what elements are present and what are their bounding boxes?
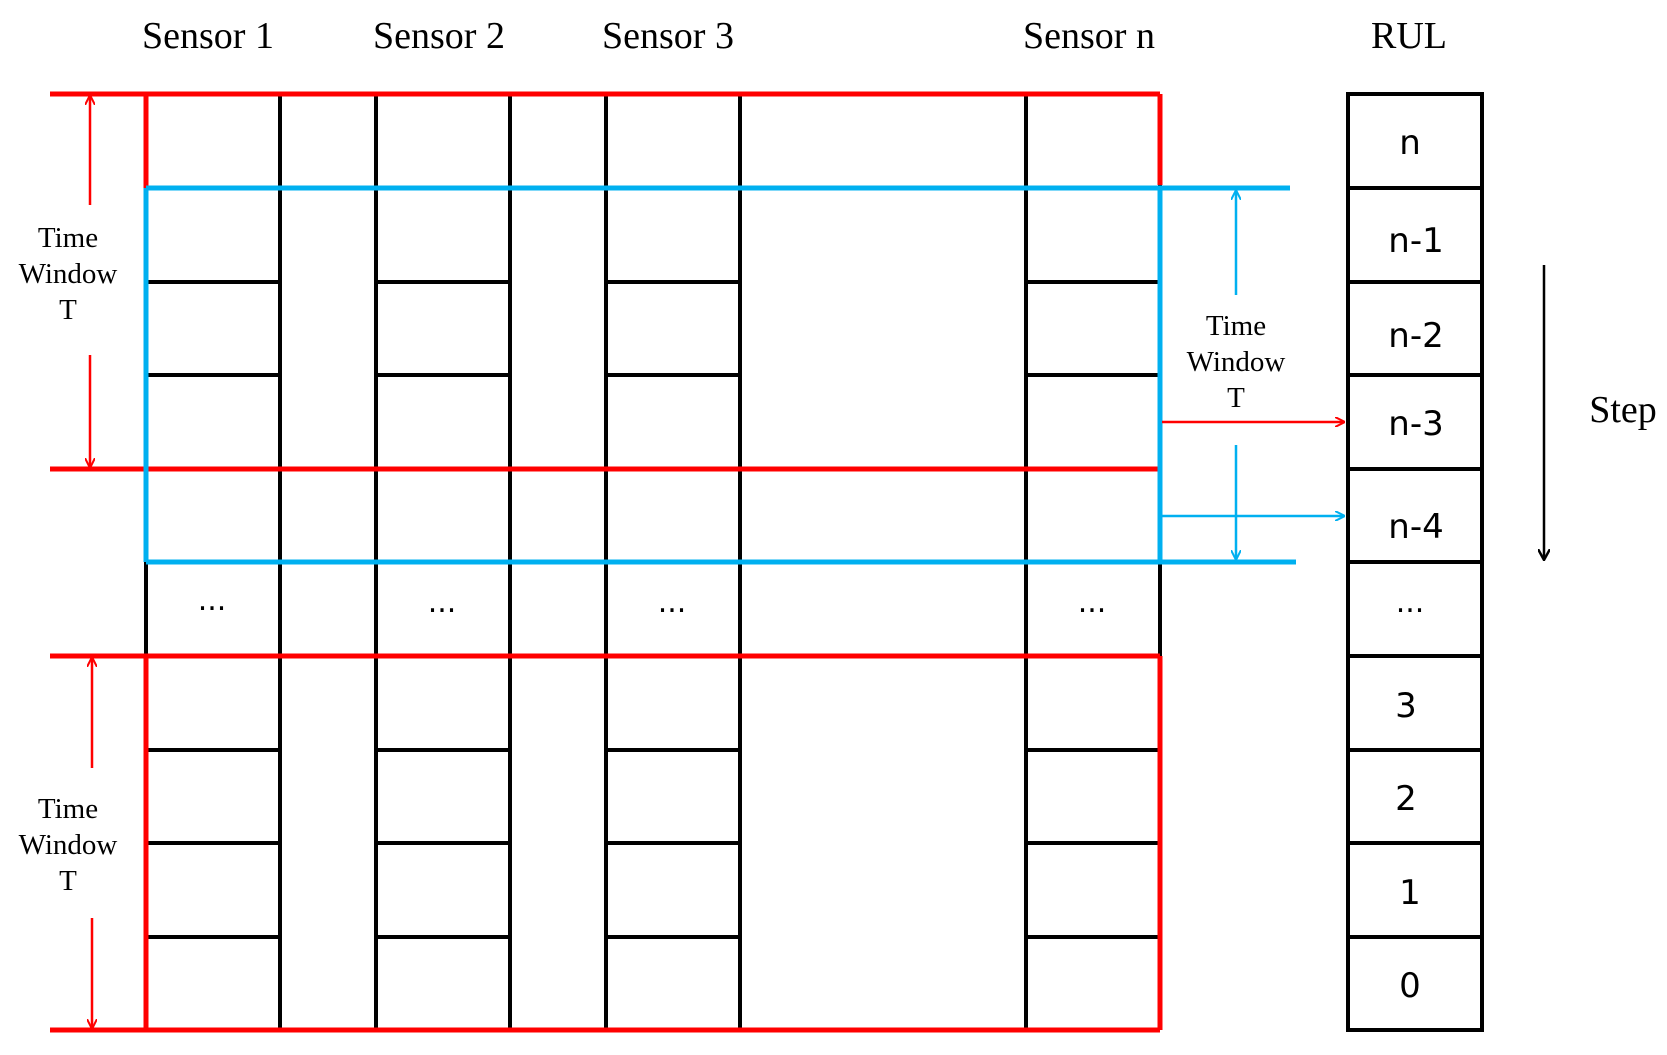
time-window-label-bottom-left-2: Window <box>19 829 118 861</box>
ellipsis-col-3: ... <box>658 585 687 620</box>
time-window-label-right-2: Window <box>1187 346 1286 378</box>
rul-cell-5: ... <box>1396 585 1425 620</box>
time-window-label-top-left-1: Time <box>38 222 98 254</box>
ellipsis-col-n: ... <box>1078 585 1107 620</box>
step-label: Step <box>1589 389 1657 431</box>
time-window-label-right-3: T <box>1227 382 1245 414</box>
time-window-label-bottom-left-3: T <box>59 865 77 897</box>
sensor-header-1: Sensor 1 <box>142 15 274 57</box>
rul-cell-7: 2 <box>1395 779 1417 819</box>
time-window-red-bottom <box>50 653 1163 1033</box>
time-window-label-top-left-3: T <box>59 294 77 326</box>
time-window-label-bottom-left-1: Time <box>38 793 98 825</box>
time-window-label-top-left-2: Window <box>19 258 118 290</box>
rul-cell-1: n-1 <box>1388 221 1443 261</box>
rul-column <box>1346 92 1484 1032</box>
rul-cell-0: n <box>1399 123 1421 163</box>
rul-cell-2: n-2 <box>1388 316 1443 356</box>
rul-cell-3: n-3 <box>1388 404 1443 444</box>
time-window-blue <box>143 185 1296 565</box>
time-window-label-right-1: Time <box>1206 310 1266 342</box>
rul-cell-4: n-4 <box>1388 507 1443 547</box>
rul-header: RUL <box>1371 15 1447 57</box>
sensor-header-n: Sensor n <box>1023 15 1155 57</box>
sensor-header-3: Sensor 3 <box>602 15 734 57</box>
rul-cell-9: 0 <box>1399 966 1421 1006</box>
ellipsis-col-2: ... <box>428 585 457 620</box>
ellipsis-col-1: ... <box>198 583 227 618</box>
rul-cell-8: 1 <box>1399 873 1421 913</box>
sensor-header-2: Sensor 2 <box>373 15 505 57</box>
rul-cell-6: 3 <box>1395 686 1417 726</box>
